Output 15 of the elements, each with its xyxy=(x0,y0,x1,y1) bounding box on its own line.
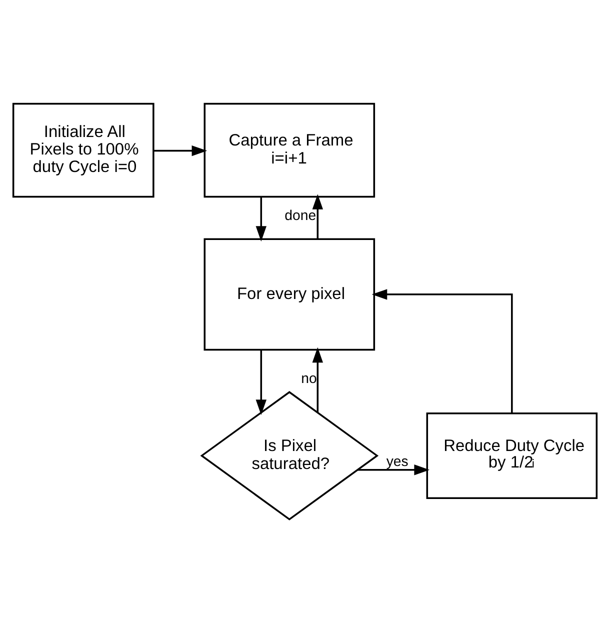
edge-label: no xyxy=(301,370,317,386)
edge-label: done xyxy=(284,206,316,223)
node-box: Reduce Duty Cycle by 1/2i xyxy=(426,412,598,499)
arrow xyxy=(372,289,513,413)
arrow xyxy=(312,347,324,412)
node-box: Initialize All Pixels to 100% duty Cycle i=0 xyxy=(12,102,154,198)
node-diamond: Is Pixel saturated? xyxy=(200,391,379,520)
arrow xyxy=(256,197,266,242)
edge-label: yes xyxy=(386,452,408,469)
node-box: Capture a Frame i=i+1 xyxy=(204,102,376,198)
arrow xyxy=(312,194,324,240)
node-box: For every pixel xyxy=(204,238,376,351)
arrow xyxy=(154,145,208,156)
arrow xyxy=(256,350,266,415)
arrow xyxy=(358,464,430,476)
